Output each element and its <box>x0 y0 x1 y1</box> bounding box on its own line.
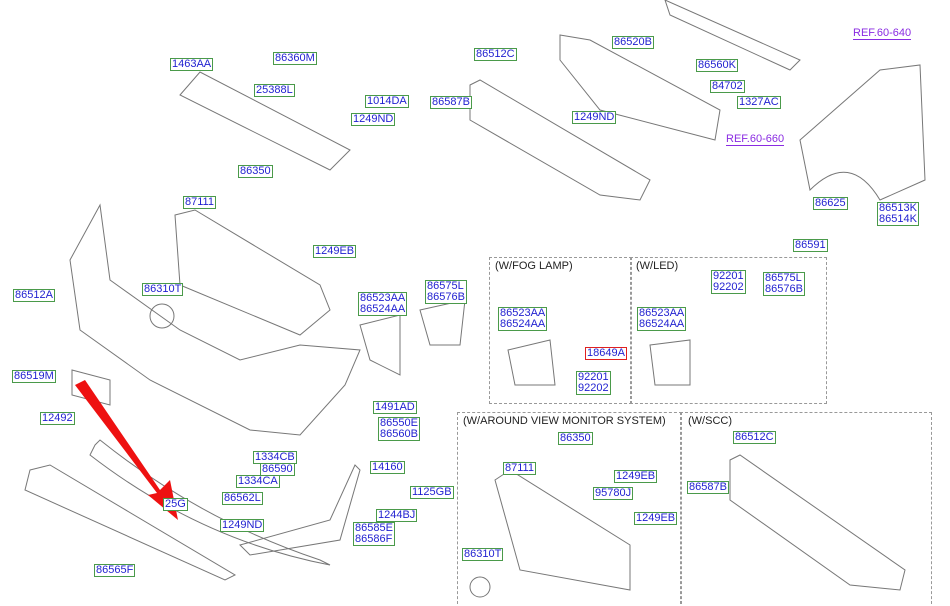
fog-lamp-variant-box <box>489 257 632 404</box>
fog-lamp-cover-left-shape <box>359 314 401 376</box>
part-label[interactable]: 1244BJ <box>376 509 418 522</box>
part-label[interactable]: 1334CA <box>236 475 280 488</box>
license-plate-bracket-shape <box>71 369 111 406</box>
led-variant-box <box>630 257 827 404</box>
emblem-shape <box>149 303 175 329</box>
part-label: 92201 <box>578 371 609 383</box>
part-label: 86524AA <box>500 318 546 330</box>
part-label[interactable]: 1249EB <box>313 245 357 258</box>
part-label[interactable]: 12492 <box>40 412 75 425</box>
part-label: 86524AA <box>639 318 685 330</box>
part-label[interactable]: 86520B <box>612 36 654 49</box>
part-label[interactable]: 25388L <box>254 84 295 97</box>
part-label[interactable]: 86562L <box>222 492 263 505</box>
part-label[interactable]: 86310T <box>142 283 184 296</box>
part-label[interactable]: 86512A <box>13 289 55 302</box>
lower-grille-shape <box>469 79 651 201</box>
part-label: 86575L <box>427 280 464 292</box>
part-label: 86523AA <box>639 307 685 319</box>
part-label[interactable]: 1491AD <box>373 401 417 414</box>
part-label[interactable]: 1125GB <box>410 486 454 499</box>
side-bracket-shape <box>239 464 361 556</box>
part-label[interactable]: 1249ND <box>351 113 396 126</box>
part-label[interactable]: 1249ND <box>220 519 265 532</box>
part-label[interactable]: 25G <box>163 498 188 511</box>
part-label: 86523AA <box>360 292 406 304</box>
part-label: 86586F <box>355 533 393 545</box>
part-label[interactable]: 95780J <box>593 487 634 500</box>
scc-lower-grille-shape <box>729 454 906 591</box>
scc-variant-box <box>680 412 932 606</box>
part-label: 86576B <box>765 283 803 295</box>
part-label[interactable]: 86591 <box>793 239 828 252</box>
highlighted-part-label[interactable]: 18649A <box>585 347 627 360</box>
part-label[interactable]: 84702 <box>710 80 745 93</box>
part-label[interactable]: 86310T <box>462 548 504 561</box>
part-label: 86523AA <box>500 307 546 319</box>
part-label[interactable]: 86519M <box>12 370 56 383</box>
part-label[interactable]: 86587B <box>430 96 472 109</box>
energy-absorber-shape <box>559 34 721 141</box>
part-label: 86576B <box>427 291 465 303</box>
variant-title: (W/AROUND VIEW MONITOR SYSTEM) <box>463 415 666 427</box>
front-bumper-shape <box>69 203 361 436</box>
part-label[interactable]: 87111 <box>503 462 536 475</box>
part-label: 92202 <box>578 382 609 394</box>
avm-variant-box <box>457 412 682 606</box>
part-label[interactable]: 1249ND <box>572 111 617 124</box>
part-label[interactable]: 14160 <box>370 461 405 474</box>
part-label[interactable]: 1249EB <box>634 512 678 525</box>
part-label[interactable]: 86512C <box>474 48 517 61</box>
fender-shape <box>799 64 926 201</box>
ref-link[interactable]: REF.60-640 <box>853 27 912 40</box>
part-label[interactable]: 1014DA <box>365 95 409 108</box>
part-label: 86550E <box>380 417 418 429</box>
fog-lamp-led-shape <box>649 339 691 386</box>
part-label: 86560B <box>380 428 418 440</box>
emblem-avm-shape <box>469 576 491 598</box>
bumper-beam-shape <box>664 0 801 71</box>
part-label[interactable]: 86512C <box>733 431 776 444</box>
red-arrow <box>75 380 178 520</box>
part-label[interactable]: 86350 <box>238 165 273 178</box>
part-label: 86513K <box>879 202 917 214</box>
fog-bracket-shape <box>419 299 466 346</box>
part-label[interactable]: 86350 <box>558 432 593 445</box>
part-label[interactable]: 1327AC <box>737 96 781 109</box>
variant-title: (W/SCC) <box>688 415 732 427</box>
part-label[interactable]: 1463AA <box>170 58 214 71</box>
part-label[interactable]: 86560K <box>696 59 738 72</box>
ref-link[interactable]: REF.60-660 <box>726 133 785 146</box>
variant-title: (W/LED) <box>636 260 679 272</box>
lower-skid-plate-shape <box>24 464 237 581</box>
part-label: 86514K <box>879 213 917 225</box>
variant-title: (W/FOG LAMP) <box>495 260 573 272</box>
fog-lamp-fog-shape <box>507 339 556 386</box>
grille-cover-shape <box>179 71 351 171</box>
part-label[interactable]: 1249EB <box>614 470 658 483</box>
part-label: 86575L <box>765 272 802 284</box>
part-label[interactable]: 87111 <box>183 196 216 209</box>
part-label[interactable]: 86587B <box>687 481 729 494</box>
part-label[interactable]: 86565F <box>94 564 136 577</box>
part-label: 86524AA <box>360 303 406 315</box>
part-label: 92201 <box>713 270 744 282</box>
radiator-grille-shape <box>174 209 331 336</box>
part-label: 86585E <box>355 522 393 534</box>
part-label[interactable]: 86625 <box>813 197 848 210</box>
part-label[interactable]: 86360M <box>273 52 317 65</box>
part-label: 92202 <box>713 281 744 293</box>
